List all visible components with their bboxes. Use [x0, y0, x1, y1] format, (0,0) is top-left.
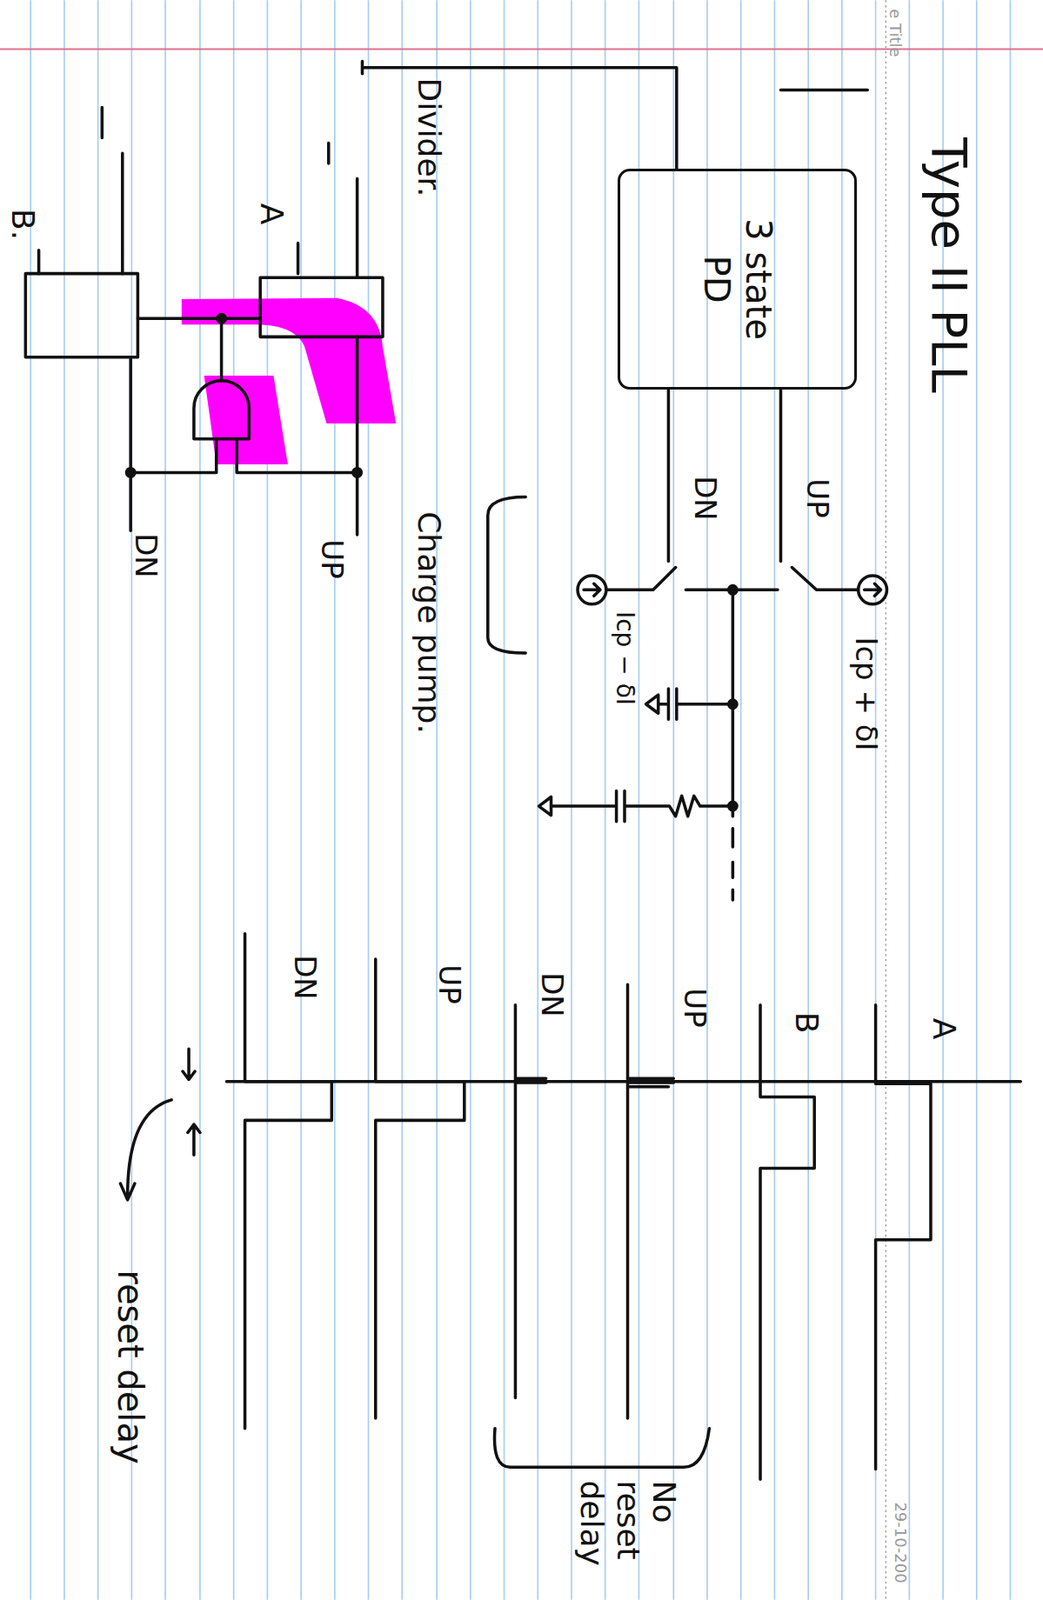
junction-dot	[728, 700, 737, 709]
box-label: 3 state PD	[695, 200, 780, 358]
ground-symbol	[646, 695, 659, 714]
ground-symbol	[538, 796, 551, 816]
waveform-up	[628, 984, 675, 1419]
charge-pump-bracket	[488, 497, 526, 654]
junction-dot	[126, 468, 134, 477]
signal-label: Charge pump.	[410, 511, 447, 735]
signal-label: DN	[687, 475, 722, 522]
and-gate-inputs	[130, 439, 357, 474]
up-output-wire	[355, 336, 360, 535]
delay-arrows	[182, 1049, 201, 1156]
header-dotted-line	[885, 0, 887, 1600]
output-node-wire	[731, 589, 736, 901]
junction-dot	[728, 586, 737, 595]
waveform-a	[875, 1005, 931, 1471]
page-title: Type II PLL	[921, 137, 977, 393]
flip-flop-b	[25, 274, 138, 358]
signal-label: Divider.	[410, 78, 447, 198]
resistor-branch	[551, 790, 734, 822]
input-ticks	[39, 106, 358, 278]
junction-dot	[353, 468, 362, 477]
signal-label: reset delay	[110, 1270, 151, 1465]
up-control-wire	[779, 389, 783, 562]
waveform-up	[375, 959, 465, 1419]
waveform-b	[760, 1005, 815, 1481]
margin-line	[0, 48, 1043, 51]
capacitor-branch	[658, 688, 734, 720]
waveform-dn	[245, 934, 333, 1430]
dn-control-wire	[667, 389, 671, 562]
signal-label: B	[788, 1011, 824, 1034]
and-gate-symbol	[193, 381, 249, 440]
signal-label: A	[925, 1017, 962, 1040]
signal-label: Icp + δI	[848, 636, 883, 751]
header-text: e Title	[886, 8, 905, 57]
signal-label: UP	[314, 539, 349, 579]
switch-dn	[606, 568, 733, 591]
signal-label: DN	[127, 534, 162, 580]
junction-dot	[217, 314, 226, 323]
reference-wire	[780, 88, 868, 93]
flip-flop-a	[260, 277, 383, 337]
junction-dot	[728, 802, 737, 810]
signal-label: DN	[534, 972, 569, 1018]
signal-label: No reset delay	[573, 1480, 682, 1581]
signal-label: B.	[4, 208, 41, 241]
signal-label: A	[253, 203, 289, 226]
waveform-dn	[514, 1005, 546, 1399]
divider-wire	[361, 61, 676, 169]
dn-output-wire	[128, 357, 133, 531]
signal-label: DN	[287, 955, 321, 1001]
switch-up	[732, 568, 858, 591]
signal-label: UP	[676, 988, 711, 1028]
process-box: 3 state PD	[617, 168, 858, 391]
group-brace	[494, 1429, 709, 1469]
signal-label: UP	[432, 964, 467, 1004]
signal-label: Icp − δI	[610, 611, 639, 706]
ruled-lines	[30, 0, 1010, 1600]
header-text: 29-10-200	[890, 1502, 910, 1584]
signal-label: UP	[799, 478, 834, 518]
reset-wire	[137, 318, 261, 382]
callout-arrow	[120, 1100, 172, 1201]
